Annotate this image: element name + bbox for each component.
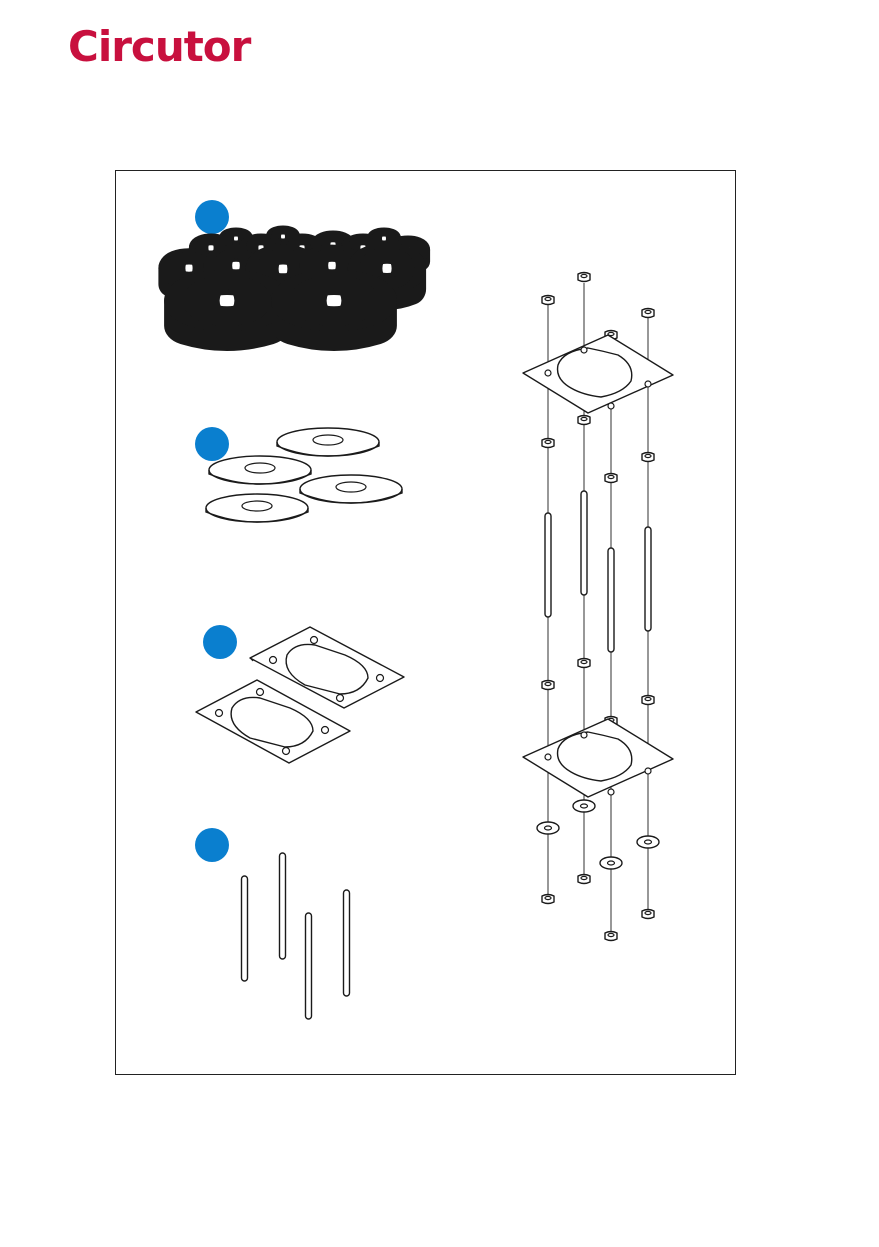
nuts-group xyxy=(171,233,421,333)
step-marker-2 xyxy=(195,427,229,461)
step-marker-3 xyxy=(203,625,237,659)
washers-group xyxy=(206,428,402,522)
rods-group xyxy=(242,853,350,1019)
assembly-view xyxy=(523,273,673,941)
step-marker-1 xyxy=(195,200,229,234)
step-marker-4 xyxy=(195,828,229,862)
